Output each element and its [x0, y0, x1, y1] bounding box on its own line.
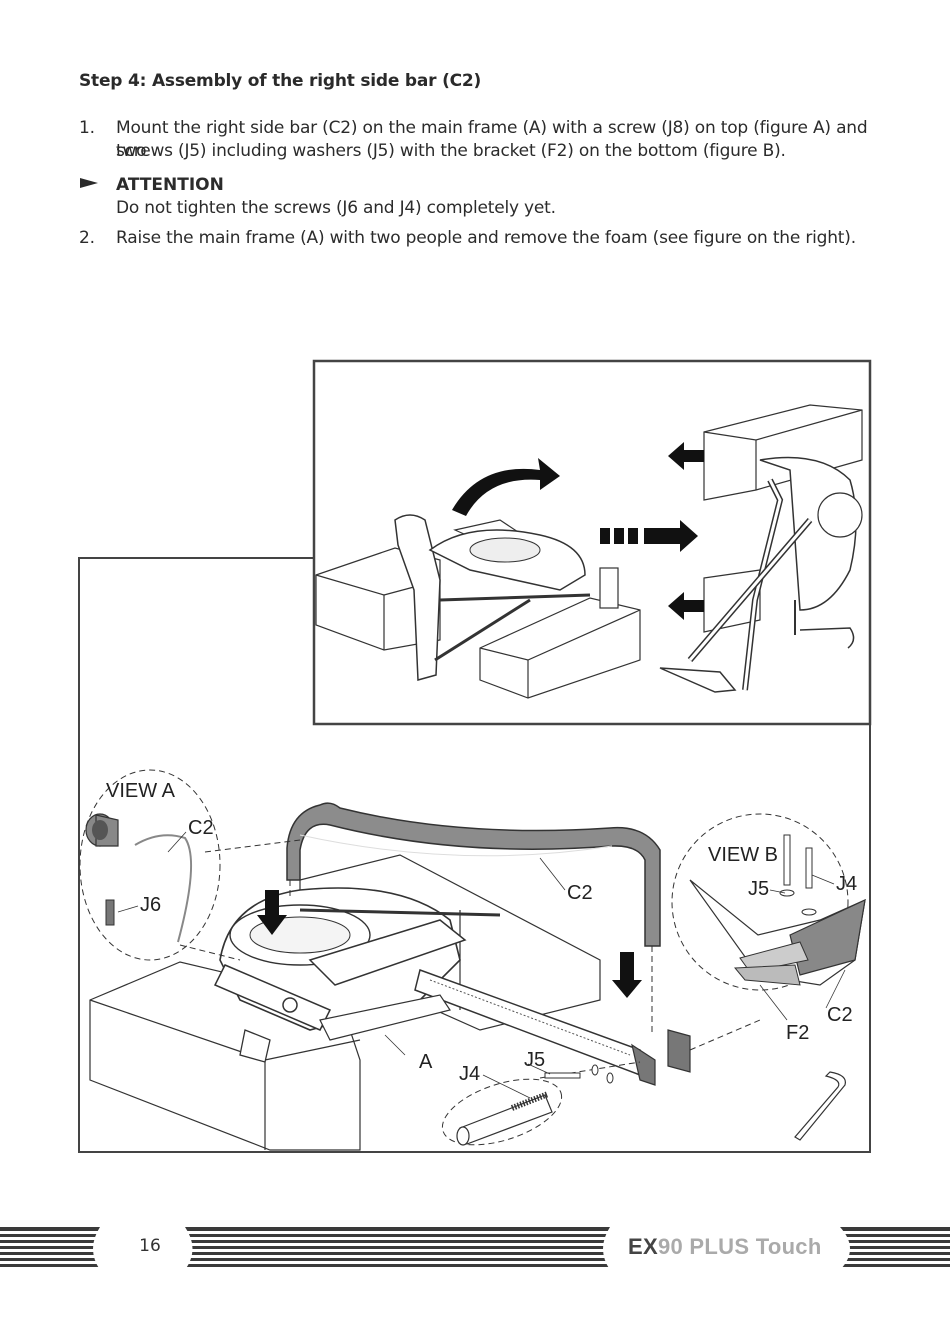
label-c2-view-a: C2	[188, 817, 214, 839]
label-c2-view-b: C2	[827, 1004, 853, 1026]
arrow-right-icon	[80, 178, 98, 188]
step-1-line-2: screws (J5) including washers (J5) with …	[116, 141, 786, 161]
brand-ex: EX	[628, 1234, 658, 1259]
step-1-line-1: Mount the right side bar (C2) on the mai…	[116, 118, 868, 161]
step-2-number: 2.	[79, 228, 95, 248]
page-number: 16	[139, 1236, 161, 1256]
inset-figure	[312, 359, 872, 726]
step-number: Step 4:	[79, 71, 147, 91]
label-a: A	[419, 1051, 433, 1073]
main-assembly-drawing	[79, 769, 866, 1151]
brand-logo: EX90 PLUS Touch	[628, 1234, 822, 1260]
label-j4-main: J4	[459, 1063, 480, 1085]
step-heading: Step 4: Assembly of the right side bar (…	[79, 71, 481, 91]
attention-body: Do not tighten the screws (J6 and J4) co…	[116, 198, 556, 218]
footer-stripes	[0, 1227, 950, 1270]
label-j5-view-b: J5	[748, 878, 769, 900]
label-j4-view-b: J4	[836, 873, 857, 895]
label-j5-main: J5	[524, 1049, 545, 1071]
label-view-b: VIEW B	[708, 844, 778, 866]
step-title: Assembly of the right side bar (C2)	[151, 71, 482, 91]
brand-model: 90 PLUS Touch	[657, 1234, 822, 1259]
attention-title: ATTENTION	[116, 175, 224, 195]
label-c2-main: C2	[567, 882, 593, 904]
step-2-line-1: Raise the main frame (A) with two people…	[116, 228, 856, 248]
label-view-a: VIEW A	[106, 780, 176, 802]
label-f2: F2	[786, 1022, 809, 1044]
label-j6: J6	[140, 894, 161, 916]
step-1-number: 1.	[79, 118, 95, 138]
